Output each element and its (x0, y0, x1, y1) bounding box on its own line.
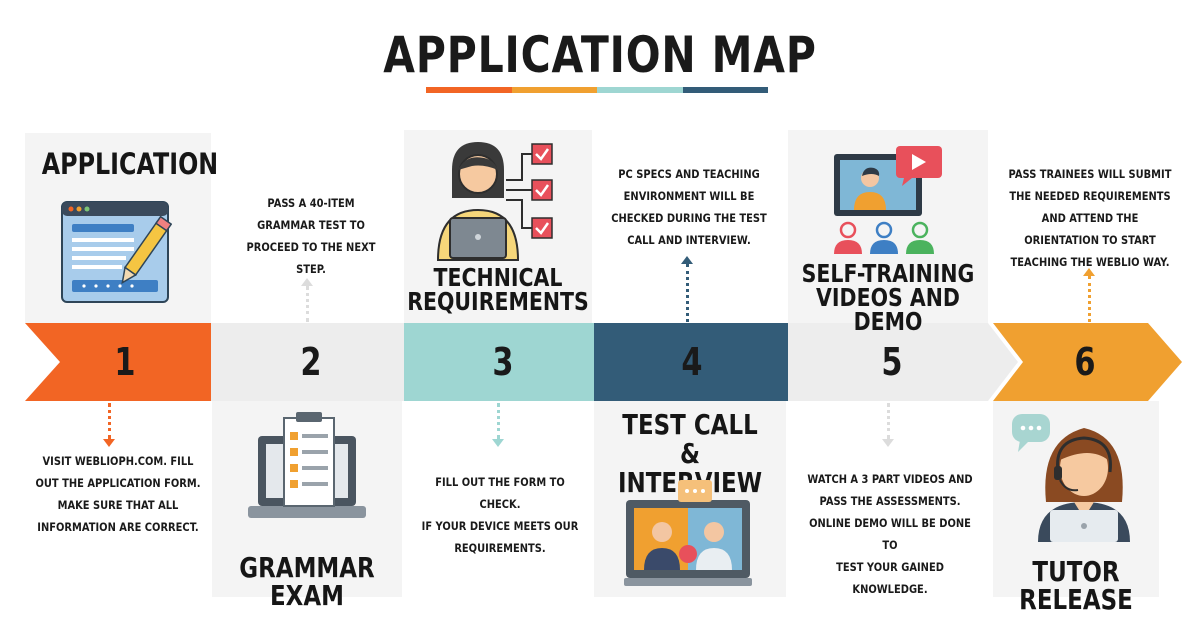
connector-5-arrowhead (882, 439, 894, 447)
step-5-heading-line-2: VIDEOS AND DEMO (816, 283, 960, 336)
step-2-description: PASS A 40-ITEM GRAMMAR TEST TO PROCEED T… (246, 196, 376, 276)
step-5-description-line-5: KNOWLEDGE. (852, 582, 928, 596)
step-5-description: WATCH A 3 PART VIDEOS AND PASS THE ASSES… (804, 468, 976, 600)
timeline-band (0, 323, 1200, 401)
connector-5 (887, 403, 890, 439)
web-form-pencil-icon (61, 201, 172, 303)
step-6-description: PASS TRAINEES WILL SUBMIT THE NEEDED REQ… (1008, 167, 1172, 269)
step-5-heading-line-1: SELF-TRAINING (801, 259, 975, 288)
connector-6-arrowhead (1083, 268, 1095, 276)
connector-3-arrowhead (492, 439, 504, 447)
segment-4 (594, 323, 788, 401)
step-3-heading-line-1: TECHNICAL (433, 263, 563, 292)
step-3-heading-line-2: REQUIREMENTS (407, 287, 589, 316)
segment-1 (25, 323, 211, 401)
step-3-number: 3 (492, 340, 514, 384)
step-1-description: VISIT WEBLIOPH.COM. FILL OUT THE APPLICA… (35, 454, 201, 534)
step-3-heading: TECHNICAL REQUIREMENTS (405, 263, 592, 316)
step-4-heading: TEST CALL & INTERVIEW (611, 410, 768, 497)
connector-1-arrowhead (103, 439, 115, 447)
headset-tutor-icon (1012, 414, 1130, 542)
segment-2 (211, 323, 404, 401)
video-training-audience-icon (834, 146, 942, 254)
connector-4 (686, 264, 689, 322)
step-6-heading: TUTOR RELEASE (1019, 555, 1133, 616)
connector-6 (1088, 276, 1091, 322)
step-5-description-line-3: ONLINE DEMO WILL BE DONE TO (809, 516, 971, 552)
page-title: APPLICATION MAP (383, 26, 817, 84)
step-5-description-line-4: TEST YOUR GAINED (836, 560, 944, 574)
video-call-icon (624, 480, 752, 586)
step-5-number: 5 (881, 340, 903, 384)
step-3-description-line-3: REQUIREMENTS. (454, 541, 546, 555)
connector-1 (108, 403, 111, 439)
step-1-number: 1 (114, 340, 136, 384)
step-4-heading-line-1: TEST CALL & (622, 408, 758, 470)
connector-2 (306, 286, 309, 322)
person-laptop-checklist-icon (436, 142, 553, 261)
checklist-laptop-icon (248, 412, 366, 518)
title-underline (426, 87, 768, 93)
step-4-description: PC SPECS AND TEACHING ENVIRONMENT WILL B… (611, 167, 767, 247)
step-5-heading: SELF-TRAINING VIDEOS AND DEMO (790, 259, 987, 336)
step-3-description: FILL OUT THE FORM TO CHECK. IF YOUR DEVI… (414, 471, 586, 559)
connector-3 (497, 403, 500, 439)
step-2-number: 2 (300, 340, 322, 384)
step-6-number: 6 (1074, 340, 1096, 384)
connector-2-arrowhead (301, 278, 313, 286)
segment-3 (404, 323, 594, 401)
step-4-number: 4 (681, 340, 703, 384)
step-3-description-line-1: FILL OUT THE FORM TO CHECK. (435, 475, 565, 511)
segment-5 (788, 323, 1018, 401)
step-2-heading: GRAMMAR EXAM (239, 551, 375, 612)
step-3-description-line-2: IF YOUR DEVICE MEETS OUR (421, 519, 579, 533)
segment-6 (993, 323, 1182, 401)
step-5-description-line-2: PASS THE ASSESSMENTS. (819, 494, 961, 508)
step-1-heading: APPLICATION (41, 147, 219, 181)
step-5-description-line-1: WATCH A 3 PART VIDEOS AND (807, 472, 973, 486)
connector-4-arrowhead (681, 256, 693, 264)
